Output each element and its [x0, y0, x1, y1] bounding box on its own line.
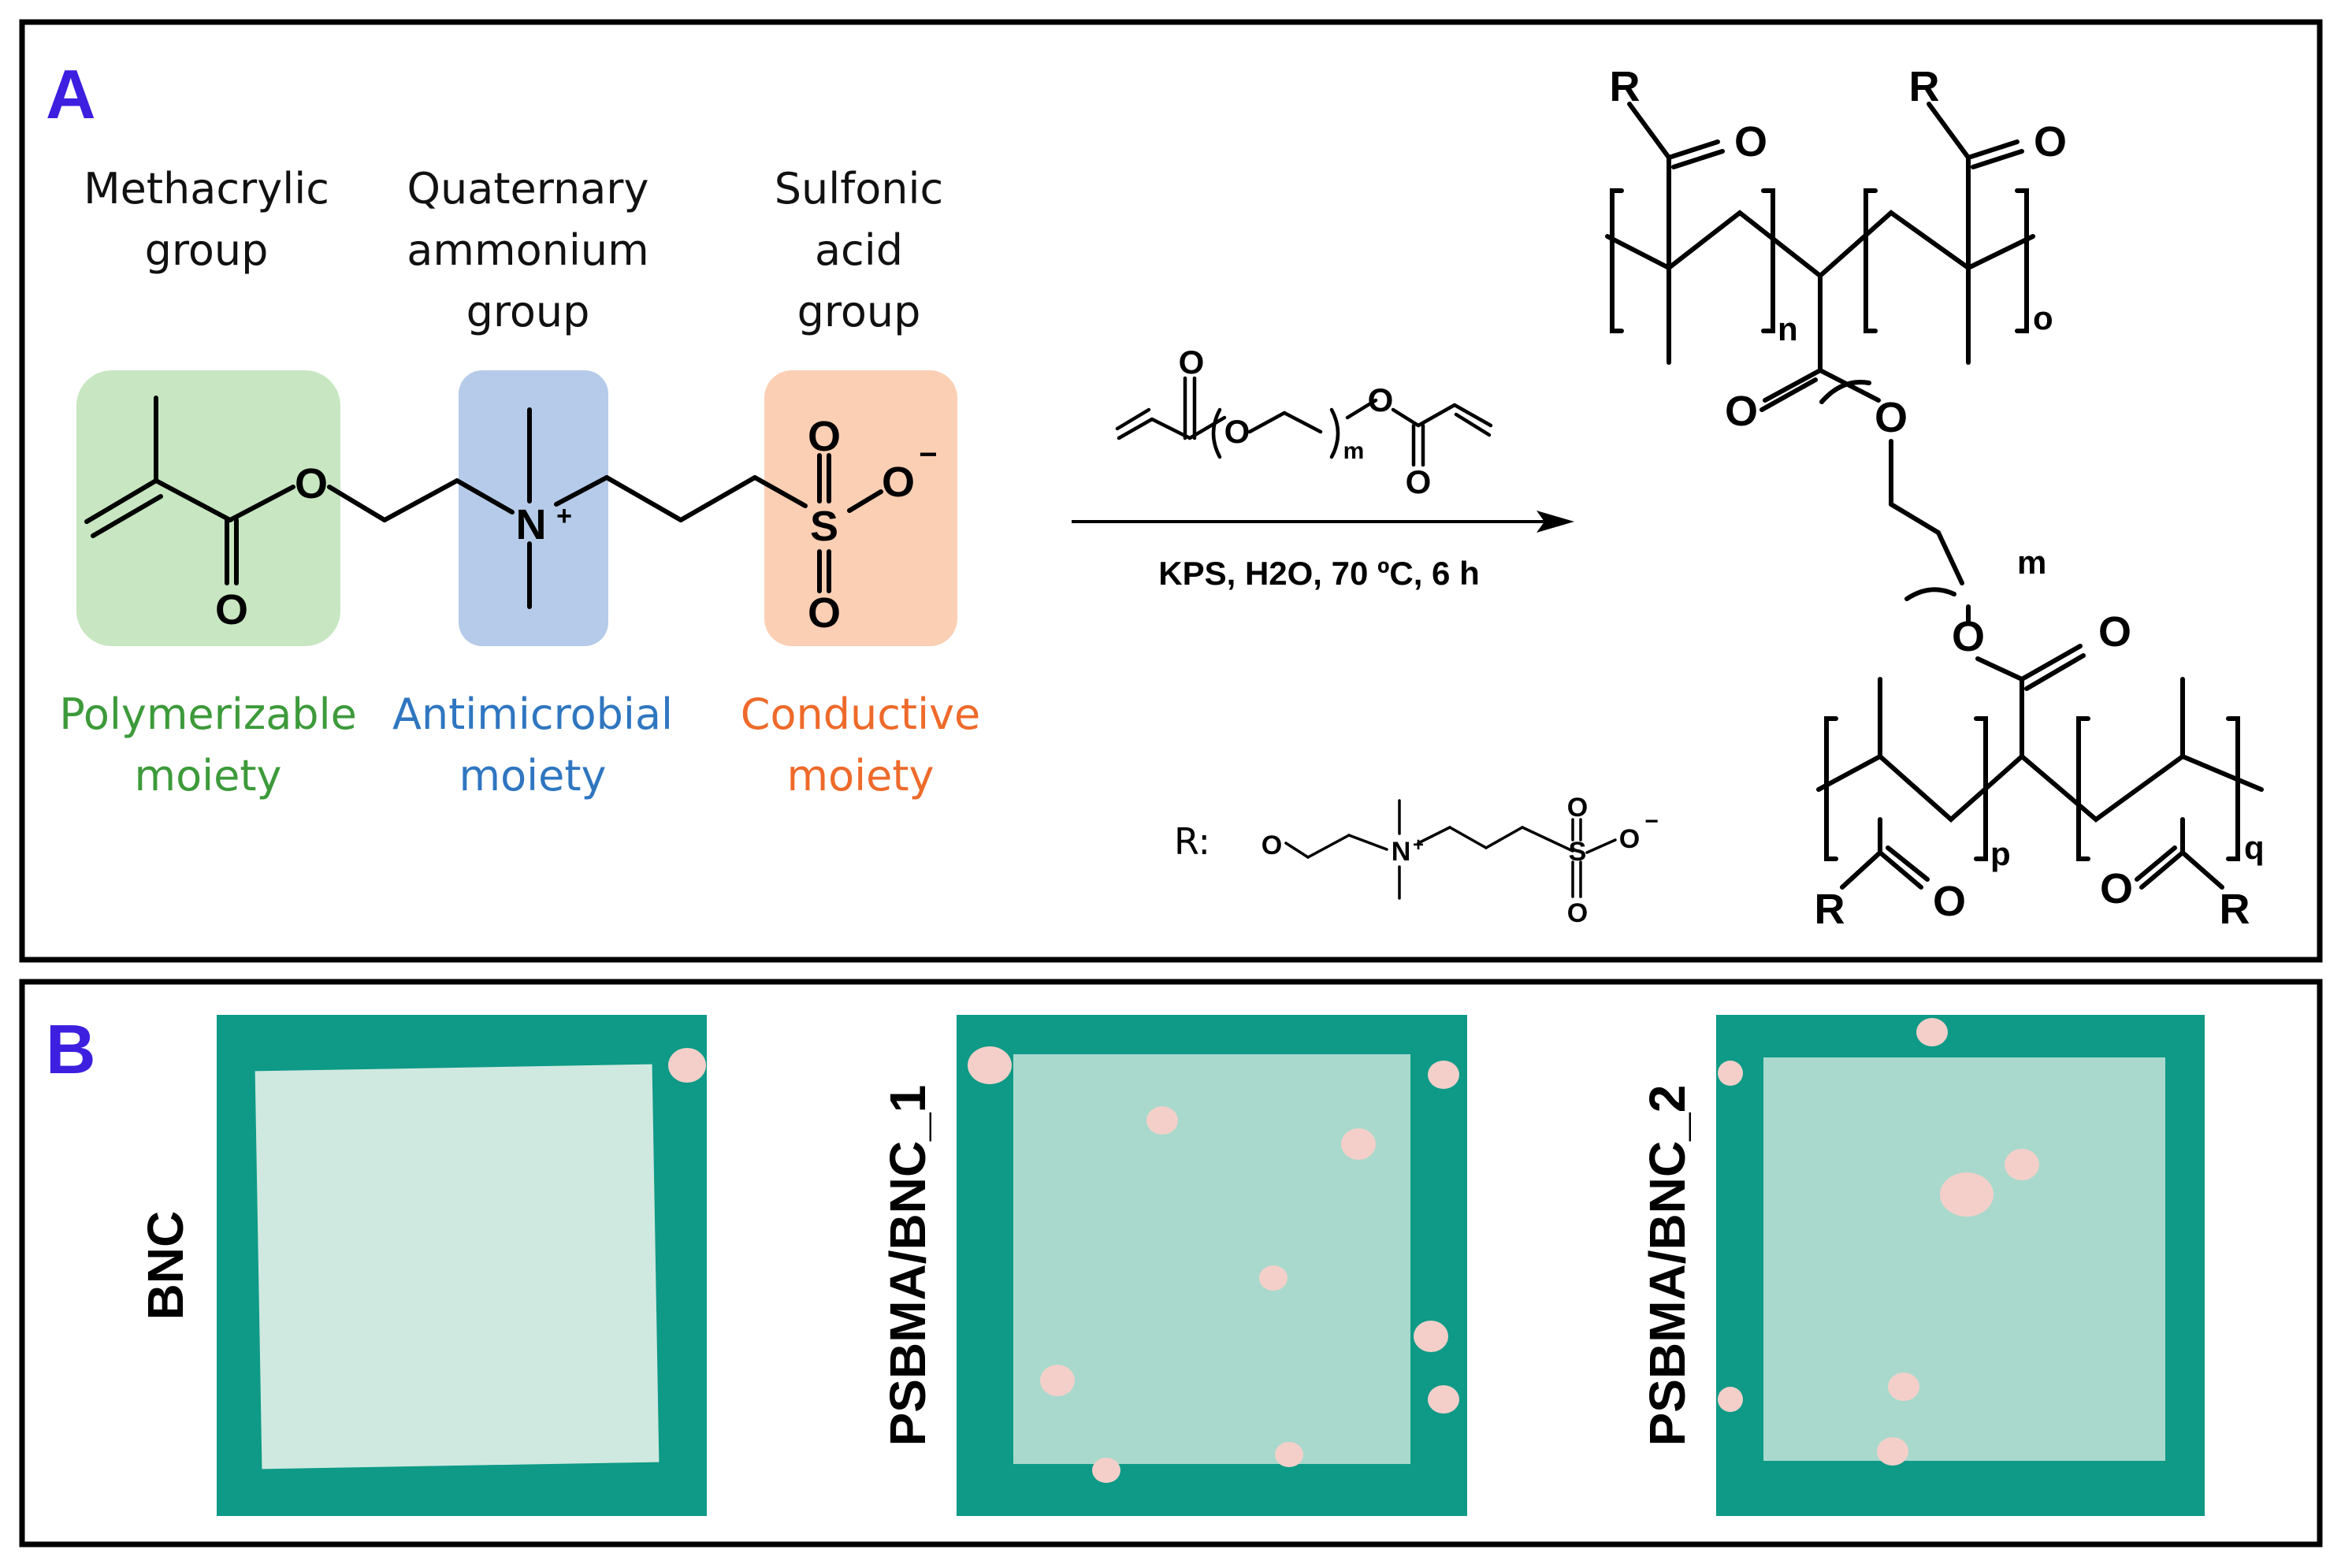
- svg-text:O: O: [1224, 413, 1250, 450]
- svg-text:O: O: [1734, 118, 1767, 165]
- panel-b-frame: [19, 979, 2323, 1548]
- svg-text:Quaternary: Quaternary: [407, 164, 649, 214]
- svg-text:group: group: [466, 287, 590, 336]
- svg-text:R: R: [2220, 886, 2250, 933]
- svg-text:−: −: [919, 437, 937, 472]
- panel-a-letter: A: [46, 55, 96, 133]
- svg-text:O: O: [1933, 878, 1966, 925]
- product-structure: [1605, 102, 2264, 890]
- sample-label-psbma-bnc-1: PSBMA/BNC_1: [879, 1085, 936, 1447]
- svg-text:O: O: [2098, 608, 2131, 656]
- svg-text:m: m: [2017, 544, 2046, 581]
- photo-bnc: [217, 1015, 707, 1516]
- svg-text:moiety: moiety: [135, 751, 282, 801]
- svg-text:group: group: [145, 225, 269, 275]
- svg-text:R: R: [1610, 63, 1641, 110]
- svg-text:O: O: [1406, 463, 1432, 500]
- svg-text:O: O: [295, 460, 328, 507]
- svg-text:m: m: [1343, 438, 1365, 464]
- svg-text:+: +: [556, 501, 572, 531]
- sbma-monomer-structure: [84, 396, 883, 609]
- reaction-conditions: KPS, H2O, 70 ºC, 6 h: [1158, 555, 1479, 592]
- svg-text:O: O: [1179, 344, 1205, 381]
- svg-text:R: R: [1815, 886, 1845, 933]
- product-subscripts: n o m p q: [1778, 299, 2265, 872]
- svg-text:q: q: [2244, 829, 2265, 866]
- svg-text:O: O: [1875, 394, 1908, 441]
- svg-text:O: O: [1619, 824, 1640, 854]
- svg-text:Antimicrobial: Antimicrobial: [392, 689, 673, 739]
- moiety-label-polymerizable: Polymerizable moiety: [59, 689, 357, 801]
- svg-text:acid: acid: [815, 225, 903, 275]
- svg-text:n: n: [1778, 310, 1798, 347]
- panel-b-letter: B: [46, 1010, 96, 1088]
- pegda-atoms: O O O O m: [1179, 344, 1432, 500]
- svg-text:O: O: [1567, 793, 1588, 823]
- pegda-crosslinker-structure: [1115, 376, 1493, 467]
- svg-text:+: +: [1413, 834, 1424, 856]
- svg-text:group: group: [797, 287, 921, 336]
- svg-text:−: −: [1644, 808, 1659, 834]
- group-label-quaternary: Quaternary ammonium group: [407, 164, 648, 336]
- svg-text:O: O: [1952, 613, 1985, 660]
- svg-text:moiety: moiety: [459, 751, 607, 801]
- conductive-highlight: [764, 370, 957, 646]
- svg-text:moiety: moiety: [787, 751, 935, 801]
- svg-text:O: O: [2100, 865, 2133, 912]
- sbma-monomer-atoms: O O N + S O O O −: [215, 413, 938, 637]
- svg-text:O: O: [808, 413, 841, 460]
- svg-text:p: p: [1990, 835, 2011, 872]
- svg-text:N: N: [1392, 837, 1411, 867]
- group-label-sulfonic: Sulfonic acid group: [775, 164, 943, 336]
- svg-text:ammonium: ammonium: [407, 225, 648, 275]
- svg-text:Conductive: Conductive: [741, 689, 981, 739]
- r-group-atoms: O N + S O O O −: [1262, 793, 1659, 928]
- product-atoms: R O R O O O O O R O O R: [1610, 63, 2250, 933]
- r-group-structure: [1284, 799, 1617, 900]
- svg-text:O: O: [1725, 388, 1758, 435]
- svg-text:O: O: [1567, 898, 1588, 928]
- svg-text:O: O: [808, 589, 841, 637]
- svg-text:S: S: [810, 503, 838, 550]
- photo-psbma-bnc-2: [1716, 1015, 2205, 1516]
- photo-psbma-bnc-1: [957, 1015, 1467, 1516]
- svg-text:Methacrylic: Methacrylic: [84, 164, 329, 214]
- r-definition-label: R:: [1174, 820, 1210, 863]
- svg-text:O: O: [2034, 118, 2067, 165]
- svg-text:O: O: [215, 586, 248, 634]
- sample-label-psbma-bnc-2: PSBMA/BNC_2: [1639, 1085, 1696, 1447]
- moiety-label-conductive: Conductive moiety: [741, 689, 981, 801]
- antimicrobial-highlight: [459, 370, 608, 646]
- moiety-label-antimicrobial: Antimicrobial moiety: [392, 689, 673, 801]
- svg-text:N: N: [516, 501, 547, 548]
- svg-text:o: o: [2033, 299, 2053, 336]
- svg-text:Sulfonic: Sulfonic: [775, 164, 943, 214]
- svg-text:O: O: [1262, 830, 1282, 860]
- svg-text:R: R: [1909, 63, 1940, 110]
- svg-text:O: O: [1368, 381, 1394, 418]
- svg-text:S: S: [1569, 837, 1587, 867]
- panel-a-frame: [19, 19, 2323, 963]
- svg-text:Polymerizable: Polymerizable: [59, 689, 357, 739]
- sample-label-bnc: BNC: [137, 1211, 194, 1321]
- group-label-methacrylic: Methacrylic group: [84, 164, 329, 275]
- reaction-arrow: [1072, 511, 1574, 533]
- svg-text:O: O: [882, 459, 915, 506]
